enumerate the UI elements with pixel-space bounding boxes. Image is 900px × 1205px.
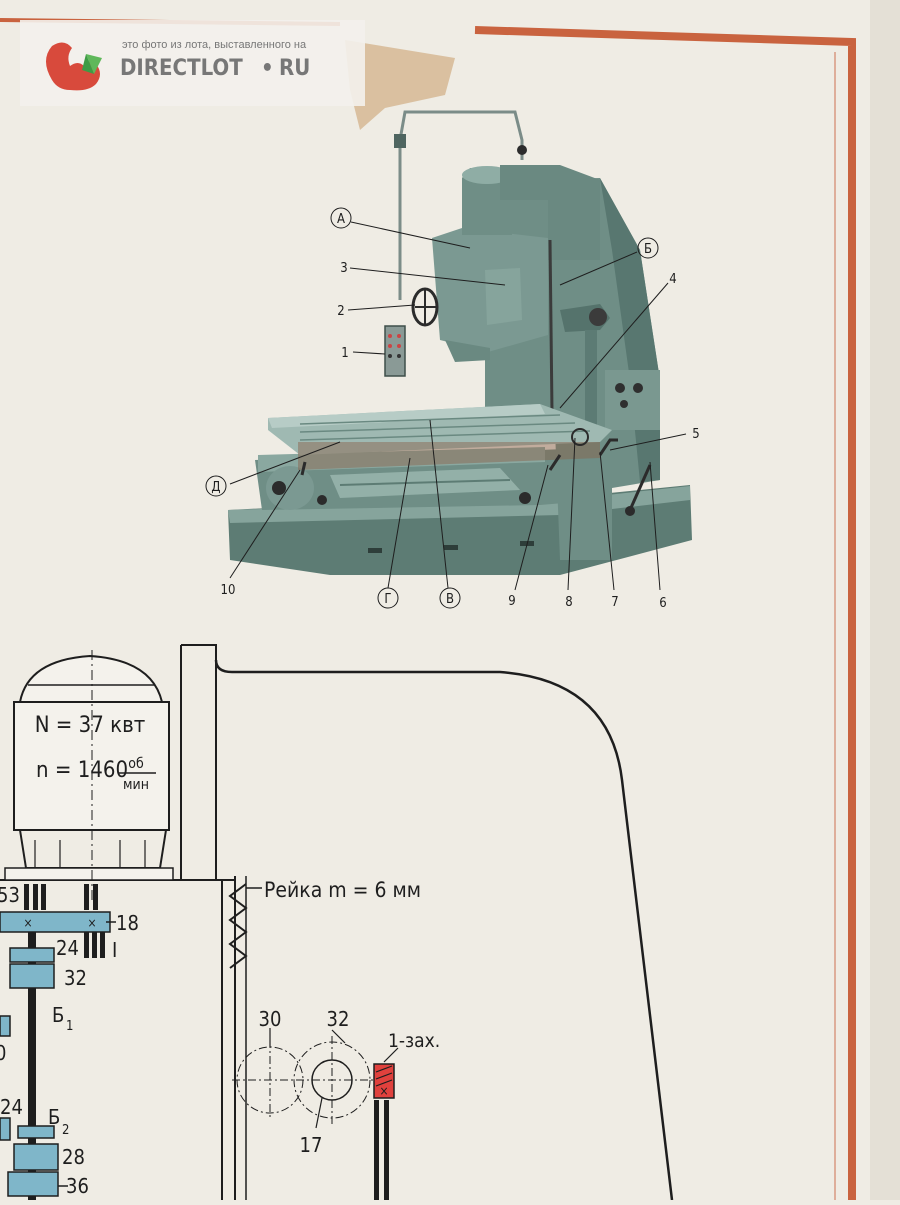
motor-speed-unit-top: об xyxy=(128,756,144,772)
shaft-label-b2-sub: 2 xyxy=(62,1123,69,1138)
callout-G: Г xyxy=(384,592,391,607)
pitch-circle-gears xyxy=(232,1028,375,1129)
callout-circle-G xyxy=(377,587,399,609)
motor-speed-unit-bottom: мин xyxy=(123,777,149,793)
callout-A: А xyxy=(337,212,345,227)
torn-paper-patch xyxy=(345,40,455,130)
gear-32 xyxy=(9,963,55,989)
rack-label: Рейка m = 6 мм xyxy=(264,878,421,902)
callout-10: 10 xyxy=(221,583,236,598)
gear-label-36: 36 xyxy=(66,1174,89,1198)
callout-9: 9 xyxy=(508,594,515,609)
shaft-label-I: I xyxy=(112,938,117,962)
callout-circle-V xyxy=(439,587,461,609)
shaft-label-b1: Б xyxy=(52,1003,64,1027)
gear-label-32a: 32 xyxy=(64,966,87,990)
gear-36 xyxy=(7,1171,59,1197)
gear-label-0: 0 xyxy=(0,1041,6,1065)
gear-label-30: 30 xyxy=(259,1007,282,1031)
watermark-logo xyxy=(20,20,365,106)
callout-6: 6 xyxy=(659,596,666,611)
kinematic-scheme: N = 37 квт n = 1460 об мин Рейка m = 6 м… xyxy=(0,644,674,1201)
watermark-caption: это фото из лота, выставленного на xyxy=(122,39,307,51)
callout-circle-A xyxy=(330,207,352,229)
gear-label-17: 17 xyxy=(300,1133,323,1157)
svg-text:•: • xyxy=(261,56,274,81)
gear-label-18: 18 xyxy=(116,911,139,935)
shaft-label-b1-sub: 1 xyxy=(66,1019,73,1034)
gear-label-32b: 32 xyxy=(327,1007,350,1031)
callout-D: Д xyxy=(211,480,220,495)
callout-circle-B xyxy=(637,237,659,259)
watermark-brand: DIRECTLOT xyxy=(120,56,243,81)
gear-b2 xyxy=(17,1125,55,1139)
callout-1: 1 xyxy=(341,346,348,361)
gear-label-24b: 24 xyxy=(0,1095,23,1119)
gear-label-28: 28 xyxy=(62,1145,85,1169)
callout-3: 3 xyxy=(340,261,347,276)
gear-28 xyxy=(13,1143,59,1171)
pendant-control-box xyxy=(384,325,406,377)
callout-V: В xyxy=(446,592,454,607)
worm-gear: × xyxy=(373,1047,399,1200)
milling-machine-illustration xyxy=(228,110,692,575)
motor-power: N = 37 квт xyxy=(35,713,146,738)
gear-label-24a: 24 xyxy=(56,936,79,960)
svg-text:×: × xyxy=(87,916,96,930)
motor-block xyxy=(4,650,174,900)
worm-label: 1-зах. xyxy=(388,1030,440,1052)
shaft-label-b2: Б xyxy=(48,1105,60,1129)
callout-7: 7 xyxy=(611,595,618,610)
callout-2: 2 xyxy=(337,304,344,319)
motor-speed: n = 1460 xyxy=(36,758,128,783)
callout-4: 4 xyxy=(669,272,676,287)
callout-leaders xyxy=(229,221,687,591)
watermark-domain: RU xyxy=(279,56,310,81)
svg-text:×: × xyxy=(379,1084,388,1098)
squirrel-logo-icon xyxy=(46,42,102,91)
callout-B: Б xyxy=(644,242,652,257)
callout-circle-D xyxy=(205,475,227,497)
gear-label-53: 53 xyxy=(0,883,20,907)
svg-text:×: × xyxy=(23,916,32,930)
callout-8: 8 xyxy=(565,595,572,610)
callout-5: 5 xyxy=(692,427,699,442)
gear-train xyxy=(0,911,111,1197)
